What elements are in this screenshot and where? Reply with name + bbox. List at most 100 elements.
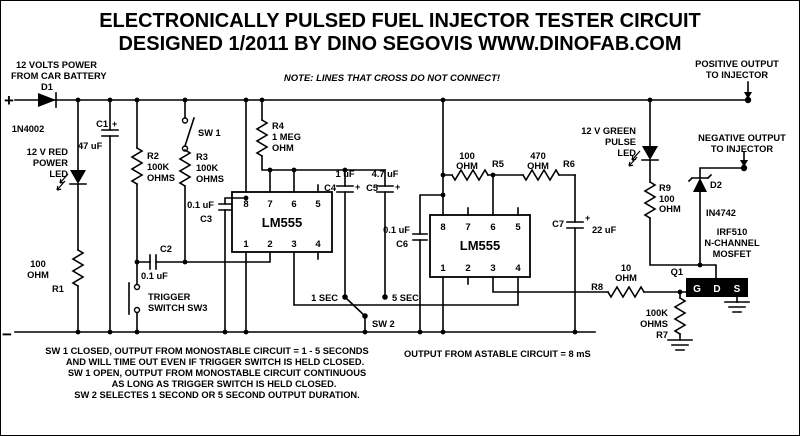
negative-output-label-1: NEGATIVE OUTPUT — [698, 133, 786, 143]
r8-value-1: 10 — [621, 263, 631, 273]
r7-value-2: OHMS — [640, 319, 668, 329]
battery-plus-terminal: + — [4, 91, 14, 110]
ic1-label: LM555 — [262, 215, 302, 230]
sw3-label-1: TRIGGER — [148, 292, 191, 302]
resistor-r1 — [71, 248, 85, 288]
led-red-label-1: 12 V RED — [27, 147, 69, 157]
ic2-pin5: 5 — [515, 222, 521, 233]
r9-value-2: OHM — [659, 204, 681, 214]
monostable-note-5: SW 2 SELECTES 1 SECOND OR 5 SECOND OUTPU… — [74, 390, 359, 400]
ground-symbol-source — [724, 301, 750, 313]
c1-ref: C1 — [96, 119, 108, 129]
r8-value-2: OHM — [615, 273, 637, 283]
ic2-pin3: 3 — [490, 263, 495, 274]
d2-ref: D2 — [710, 180, 722, 190]
r9-ref: R9 — [659, 183, 671, 193]
capacitor-c7 — [566, 221, 584, 229]
capacitor-c4 — [336, 185, 354, 193]
ic1-pin2: 2 — [267, 239, 272, 250]
c7-polarity: + — [585, 213, 590, 223]
d1-value: 1N4002 — [12, 124, 45, 134]
ic2-pin8: 8 — [440, 222, 445, 233]
junction-dots — [75, 97, 703, 335]
q1-label-2: N-CHANNEL — [704, 238, 760, 248]
ic1-pin4: 4 — [315, 239, 321, 250]
ic2-pin1: 1 — [440, 263, 446, 274]
capacitor-c3 — [218, 203, 232, 211]
ic-lm555-1 — [231, 191, 333, 253]
r7-value-1: 100K — [646, 308, 669, 318]
r7-ref: R7 — [656, 330, 668, 340]
c7-value: 22 uF — [592, 225, 617, 235]
r5-value-2: OHM — [456, 161, 478, 171]
c2-ref: C2 — [160, 244, 172, 254]
negative-output-label-2: TO INJECTOR — [711, 144, 773, 154]
r6-ref: R6 — [563, 159, 575, 169]
resistor-r6 — [521, 168, 561, 182]
ic1-pin5: 5 — [315, 199, 321, 210]
negative-output-arrow — [740, 160, 748, 167]
c4-value: 1 uF — [335, 169, 354, 179]
monostable-note-3: SW 1 OPEN, OUTPUT FROM MONOSTABLE CIRCUI… — [68, 368, 366, 378]
diode-d1 — [38, 92, 57, 108]
battery-minus-terminal: − — [2, 325, 12, 344]
c1-value: 47 uF — [78, 141, 103, 151]
astable-note: OUTPUT FROM ASTABLE CIRCUIT = 8 mS — [404, 349, 591, 359]
capacitor-c5 — [376, 185, 394, 193]
resistor-r4 — [255, 118, 269, 158]
sw1-ref: SW 1 — [198, 128, 221, 138]
output-terminals — [740, 92, 752, 172]
mosfet-pin-d: D — [713, 284, 720, 295]
ic-lm555-2 — [429, 214, 531, 278]
led-red-label-3: LED — [49, 169, 68, 179]
led-emission-arrows — [628, 150, 641, 167]
r4-value-1: 1 MEG — [272, 132, 301, 142]
monostable-note-4: AS LONG AS TRIGGER SWITCH IS HELD CLOSED… — [112, 379, 337, 389]
q1-ref: Q1 — [671, 267, 683, 277]
r2-value-2: OHMS — [147, 173, 175, 183]
ic2-pin4: 4 — [515, 263, 521, 274]
resistor-r9 — [643, 180, 657, 220]
q1-label-3: MOSFET — [713, 249, 752, 259]
resistor-r7 — [673, 296, 687, 336]
r2-ref: R2 — [147, 151, 159, 161]
mosfet-pin-s: S — [734, 284, 741, 295]
sw2-pos2-label: 5 SEC — [392, 293, 419, 303]
r3-value-2: OHMS — [196, 174, 224, 184]
sw3-label-2: SWITCH SW3 — [148, 303, 207, 313]
mosfet-q1: G D S — [686, 278, 748, 297]
r1-value-1: 100 — [30, 259, 46, 269]
ground-symbol-r7 — [667, 339, 693, 351]
r5-ref: R5 — [492, 159, 504, 169]
crossing-note: NOTE: LINES THAT CROSS DO NOT CONNECT! — [284, 73, 500, 84]
c4-ref: C4 — [324, 183, 337, 193]
monostable-note-1: SW 1 CLOSED, OUTPUT FROM MONOSTABLE CIRC… — [45, 346, 368, 356]
positive-output-terminal — [744, 96, 752, 104]
r6-value-2: OHM — [527, 161, 549, 171]
c5-polarity: + — [395, 182, 400, 192]
c6-value: 0.1 uF — [383, 225, 410, 235]
resistor-r8 — [606, 285, 646, 299]
r1-ref: R1 — [52, 284, 64, 294]
positive-output-arrow — [744, 92, 752, 99]
c7-ref: C7 — [552, 219, 564, 229]
led-emission-arrows — [56, 173, 69, 191]
led-green-label-1: 12 V GREEN — [581, 126, 636, 136]
d1-ref: D1 — [41, 82, 53, 92]
wiring — [77, 81, 749, 341]
ic1-pin1: 1 — [243, 239, 249, 250]
title-line1: ELECTRONICALLY PULSED FUEL INJECTOR TEST… — [99, 10, 701, 32]
sw2-ref: SW 2 — [372, 319, 395, 329]
mosfet-pin-g: G — [693, 284, 701, 295]
led-green-label-2: PULSE — [605, 137, 636, 147]
resistor-r5 — [450, 168, 490, 182]
ic2-pin7: 7 — [465, 222, 470, 233]
r3-value-1: 100K — [196, 163, 219, 173]
r5-value-1: 100 — [459, 151, 475, 161]
r8-ref: R8 — [591, 282, 603, 292]
r9-value-1: 100 — [659, 194, 675, 204]
d2-value: IN4742 — [706, 208, 736, 218]
